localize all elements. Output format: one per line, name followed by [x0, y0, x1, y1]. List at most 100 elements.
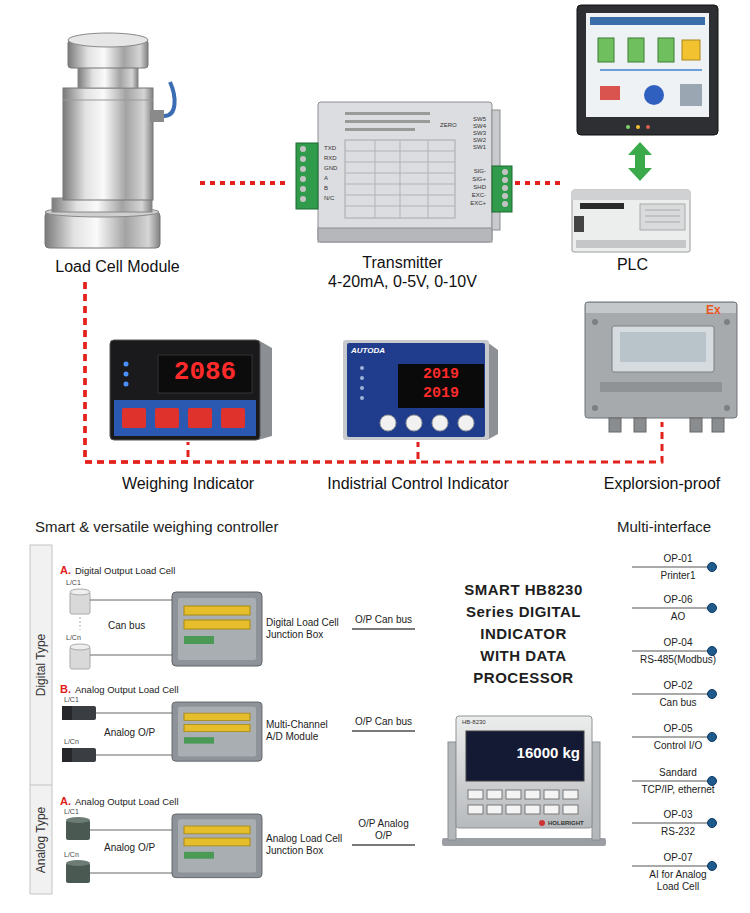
- model-tag: HB-8230: [462, 719, 486, 726]
- label-box: Analog O/P: [104, 727, 155, 739]
- beam-load-cell-icon: [62, 706, 72, 720]
- digital-load-cell-icon: [70, 644, 90, 650]
- transmitter-figure: [300, 156, 306, 162]
- node-label: PLC: [617, 255, 648, 274]
- signal-link: [85, 282, 418, 462]
- transmitter-figure: [502, 193, 508, 199]
- label-box: 2019: [401, 366, 481, 383]
- label-box: Multi-interface: [617, 518, 711, 536]
- transmitter-figure: [296, 143, 318, 209]
- ad-module-figure: [178, 707, 256, 757]
- hb8230-indicator-figure: [442, 838, 606, 846]
- label-box: L/C1: [64, 808, 79, 816]
- transmitter-figure: [300, 166, 306, 172]
- control-indicator-figure: [347, 343, 485, 437]
- label-box: A: [324, 175, 328, 182]
- explosion-proof-figure: [585, 302, 737, 418]
- hb8230-indicator-figure: [487, 790, 502, 799]
- hb8230-indicator-figure: [468, 805, 483, 814]
- plc-figure: [574, 216, 584, 232]
- load-cell-tag: L/Cn: [64, 738, 79, 746]
- label-box: OP-03: [638, 809, 718, 821]
- explosion-proof-figure: [690, 418, 702, 432]
- output-name: AO: [632, 611, 724, 623]
- transmitter-figure: [318, 228, 492, 242]
- control-indicator-figure: [432, 415, 448, 431]
- hb8230-indicator-figure: [506, 790, 521, 799]
- junction-box: Analog Load Cell Junction Box: [166, 810, 352, 880]
- label-box: N/C: [324, 195, 334, 202]
- edge-label-box: O/P Can bus: [353, 716, 415, 728]
- plc-figure: [640, 204, 685, 230]
- label-box: Smart & versatile weighing controller: [35, 518, 278, 536]
- output-code: OP-03: [638, 809, 718, 821]
- control-indicator-figure: [360, 386, 364, 390]
- output-name: Control I/O: [632, 740, 724, 752]
- node-label: Indistrial Control Indicator: [327, 474, 508, 493]
- node-label: Explorsion-proof: [604, 474, 721, 493]
- transmitter-figure: [345, 140, 455, 218]
- beam-load-cell-icon: [62, 706, 96, 762]
- label-box: Sandard: [638, 767, 718, 779]
- output-line: [632, 736, 708, 737]
- section-heading: Smart & versatile weighing controller: [35, 518, 278, 536]
- signal-link: [515, 181, 560, 185]
- load-cell-tag: L/Cn: [64, 851, 79, 859]
- load-cell-figure: [45, 33, 175, 248]
- label-box: 2019: [401, 385, 481, 402]
- label-box: SIG-: [456, 168, 486, 175]
- weighing-indicator-figure: [158, 355, 252, 393]
- output-line: [632, 563, 717, 871]
- node-label: Analog Load Cell Junction Box: [266, 833, 346, 857]
- output-line: [708, 604, 717, 613]
- label-box: Control I/O: [632, 740, 724, 752]
- control-indicator-figure: [360, 396, 364, 400]
- label-box: OP-07: [638, 852, 718, 864]
- plc-figure: [645, 222, 680, 223]
- signal-link: [200, 181, 290, 185]
- control-indicator-figure: [360, 376, 364, 380]
- indicator-panel: SMART HB8230 Series DIGITAL INDICATOR WI…: [415, 553, 632, 894]
- label-box: Printer1: [632, 570, 724, 582]
- explosion-proof-figure: [724, 319, 730, 325]
- output-line: [708, 819, 717, 828]
- switch-tag: SW3: [466, 130, 486, 137]
- explosion-proof-figure: [634, 418, 646, 432]
- panel-shape: [59, 807, 355, 894]
- output-code: OP-06: [638, 594, 718, 606]
- junction-box-figure: [184, 606, 250, 615]
- hb8230-indicator-figure: [468, 790, 483, 799]
- label-box: OP-05: [638, 723, 718, 735]
- bus-label: Can bus: [108, 620, 145, 632]
- beam-load-cell-icon: [62, 748, 96, 762]
- canister-load-cell-icon: [66, 860, 90, 866]
- output-line: [708, 690, 717, 699]
- transmitter-figure: [502, 169, 508, 175]
- node-label: Load Cell Module: [55, 257, 180, 276]
- control-indicator-figure: [343, 340, 498, 440]
- output-code: OP-02: [638, 680, 718, 692]
- label-box: SW3: [466, 130, 486, 137]
- hb8230-indicator-figure: [506, 805, 521, 814]
- bus-line: [90, 655, 172, 656]
- edge-label: O/P Can bus: [353, 614, 415, 626]
- terminal-tag: TXD: [324, 145, 336, 152]
- plc-module: PLC: [560, 172, 705, 280]
- control-indicator-figure: [406, 415, 422, 431]
- bus-line: [90, 873, 172, 874]
- bus-line: [90, 830, 172, 831]
- signal-link: [85, 282, 662, 462]
- plc-figure: [572, 190, 690, 200]
- control-indicator-figure: [398, 364, 484, 408]
- label-box: Ex: [706, 303, 721, 317]
- panel-shape: [416, 554, 632, 894]
- terminal-tag: EXC-: [456, 192, 486, 199]
- bus-label: Analog O/P: [104, 727, 155, 739]
- load-cell-figure: [150, 110, 164, 122]
- section-letter: B.: [60, 683, 71, 696]
- transmitter-figure: [502, 177, 508, 183]
- output-name: RS-232: [632, 826, 724, 838]
- hmi-screen-figure: [644, 85, 664, 105]
- terminal-tag: RXD: [324, 155, 337, 162]
